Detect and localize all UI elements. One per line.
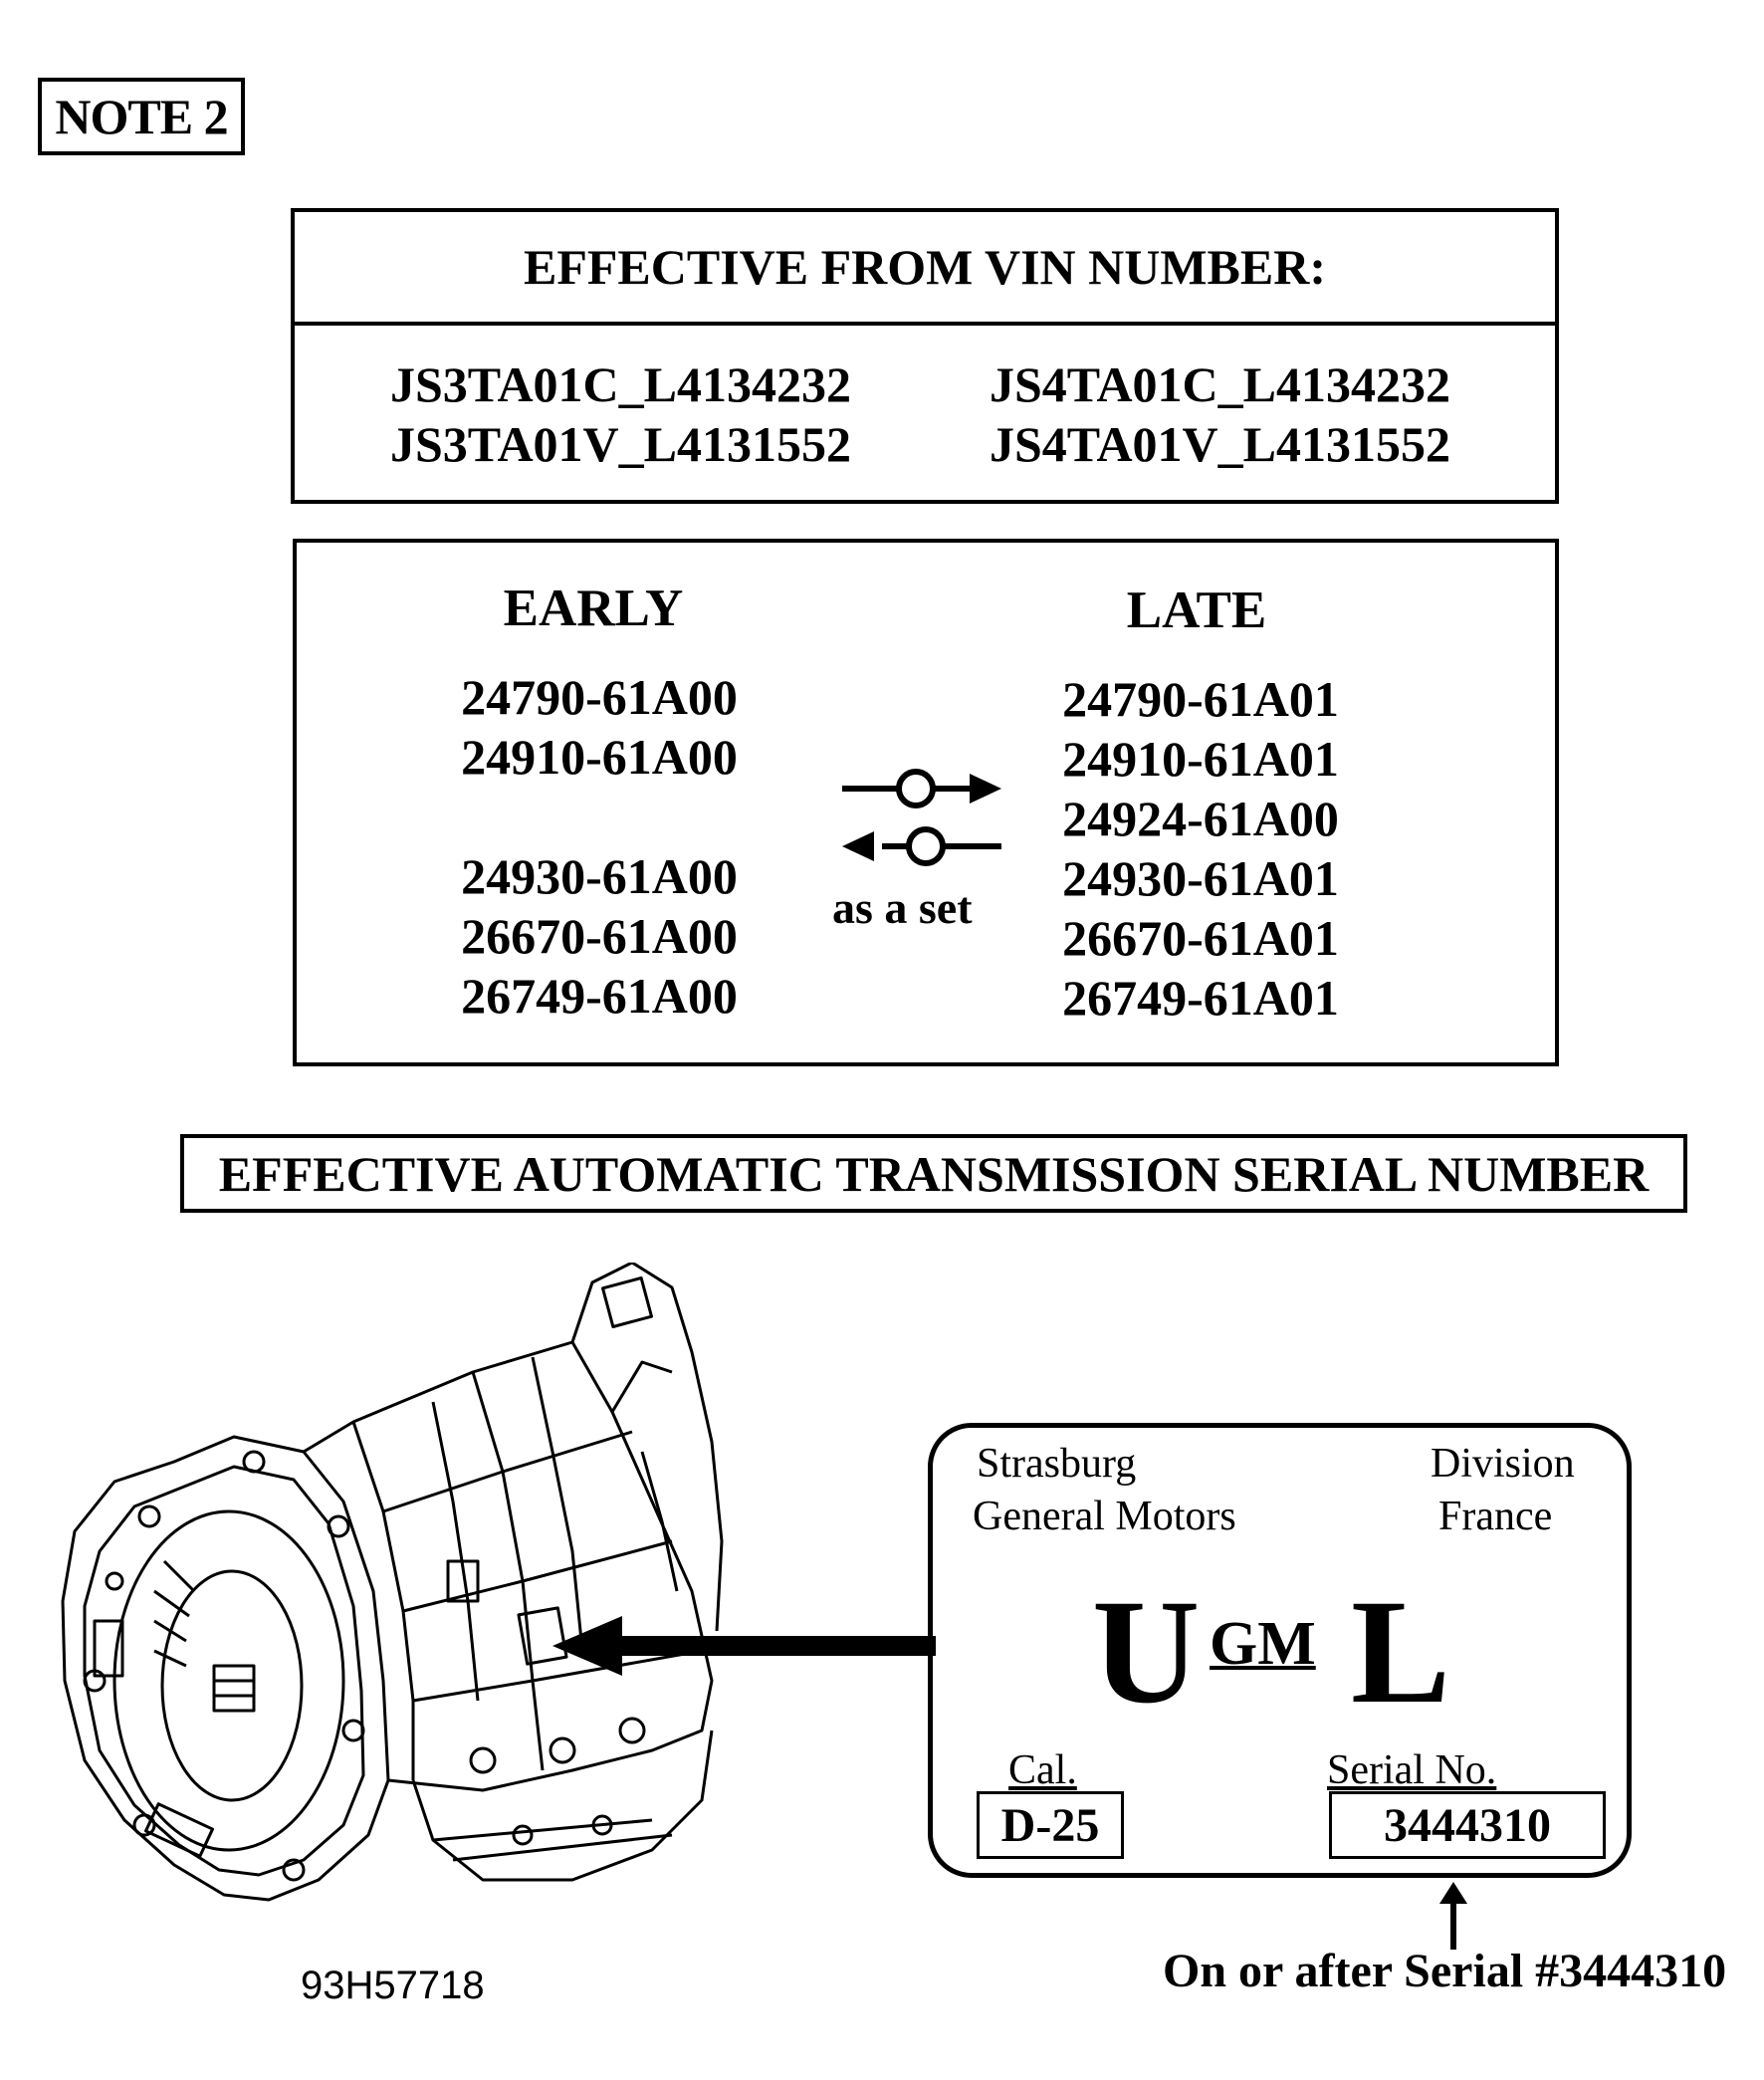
plate-division: Division <box>1431 1441 1575 1487</box>
logo-letter-l: L <box>1351 1569 1451 1734</box>
early-part: 26670-61A00 <box>461 908 738 964</box>
vin-right-2: JS4TA01V_L4131552 <box>990 416 1451 472</box>
logo-letter-u: U <box>1092 1569 1201 1734</box>
early-part: 24790-61A00 <box>461 669 738 725</box>
vin-table: EFFECTIVE FROM VIN NUMBER: JS3TA01C_L413… <box>291 208 1559 504</box>
logo-gm: GM <box>1210 1610 1316 1678</box>
figure-code: 93H57718 <box>301 1964 485 2007</box>
late-header: LATE <box>1126 581 1267 639</box>
parts-table: EARLY LATE 24790-61A00 24910-61A00 24930… <box>293 539 1559 1066</box>
vin-left-1: JS3TA01C_L4134232 <box>390 356 852 412</box>
interchange-arrows-icon <box>842 769 1001 866</box>
late-part: 24910-61A01 <box>1062 731 1339 787</box>
early-part: 26749-61A00 <box>461 968 738 1024</box>
cal-label: Cal. <box>1008 1747 1077 1793</box>
pointer-arrow-icon <box>552 1616 936 1676</box>
late-part: 24790-61A01 <box>1062 671 1339 727</box>
serial-label: Serial No. <box>1327 1747 1497 1793</box>
serial-section-title: EFFECTIVE AUTOMATIC TRANSMISSION SERIAL … <box>180 1134 1687 1213</box>
late-part: 26749-61A01 <box>1062 970 1339 1026</box>
plate-city: Strasburg <box>977 1441 1137 1487</box>
late-part: 26670-61A01 <box>1062 910 1339 966</box>
plate-country: France <box>1438 1494 1553 1539</box>
transmission-illustration <box>61 1263 724 1902</box>
serial-caption: On or after Serial #3444310 <box>1163 1945 1727 1997</box>
early-part: 24910-61A00 <box>461 729 738 785</box>
identification-plate: Strasburg General Motors Division France… <box>928 1423 1632 1878</box>
up-arrow-icon <box>1439 1882 1467 1950</box>
vin-table-header: EFFECTIVE FROM VIN NUMBER: <box>295 212 1555 326</box>
vin-right-1: JS4TA01C_L4134232 <box>990 356 1451 412</box>
early-part: 24930-61A00 <box>461 848 738 904</box>
serial-value: 3444310 <box>1329 1791 1606 1859</box>
vin-left-2: JS3TA01V_L4131552 <box>390 416 852 472</box>
as-a-set-label: as a set <box>832 882 973 933</box>
plate-company: General Motors <box>973 1494 1236 1539</box>
late-part: 24930-61A01 <box>1062 850 1339 906</box>
cal-value: D-25 <box>977 1791 1124 1859</box>
late-part: 24924-61A00 <box>1062 791 1339 846</box>
note-label: NOTE 2 <box>38 78 245 155</box>
early-header: EARLY <box>503 579 684 637</box>
